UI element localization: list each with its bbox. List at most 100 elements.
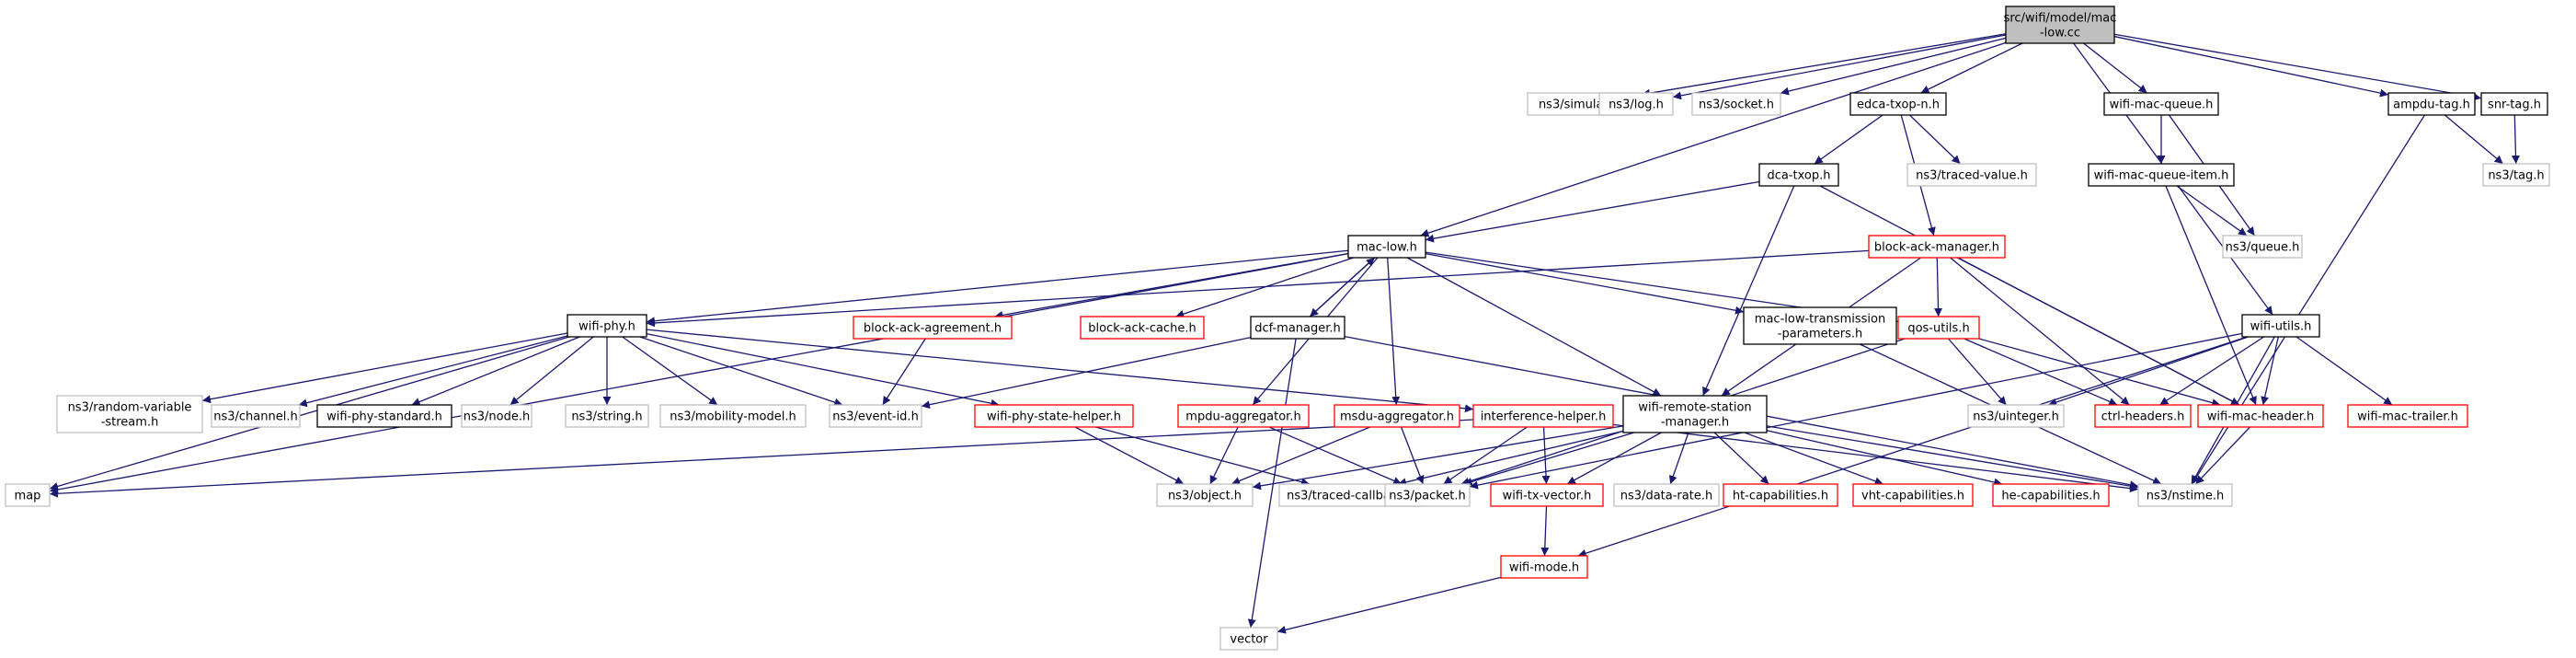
node-label-event-id: ns3/event-id.h (832, 410, 919, 424)
node-data-rate: ns3/data-rate.h (1613, 483, 1720, 507)
node-ht-capabilities[interactable]: ht-capabilities.h (1723, 483, 1838, 507)
edge-ampdu-tag-to-tag (2444, 114, 2504, 165)
node-box-mac-low-cc (2005, 6, 2115, 44)
node-object: ns3/object.h (1156, 483, 1254, 507)
edge-wifi-phy-to-random-variable-stream (201, 332, 568, 404)
node-box-string (565, 404, 649, 428)
node-dcf-manager[interactable]: dcf-manager.h (1250, 316, 1345, 340)
node-box-vht-capabilities (1852, 483, 1974, 507)
edge-wifi-phy-to-interference-helper (646, 329, 1474, 413)
node-mac-low-cc[interactable]: src/wifi/model/mac-low.cc (2004, 6, 2117, 44)
edge-block-ack-manager-to-qos-utils (1934, 257, 1943, 317)
node-label-socket: ns3/socket.h (1699, 98, 1774, 112)
node-box-msdu-aggregator (1334, 404, 1460, 428)
node-wifi-mode[interactable]: wifi-mode.h (1500, 555, 1588, 579)
edge-mpdu-aggregator-to-packet (1268, 426, 1402, 485)
node-wifi-phy-state-helper[interactable]: wifi-phy-state-helper.h (974, 404, 1134, 428)
node-qos-utils[interactable]: qos-utils.h (1897, 316, 1980, 340)
node-label-mac-low-tx-params: mac-low-transmission (1755, 313, 1885, 327)
node-map: map (5, 483, 51, 507)
node-wifi-mac-header[interactable]: wifi-mac-header.h (2197, 404, 2324, 428)
node-box-socket (1691, 92, 1781, 116)
edge-wifi-remote-station-manager-to-he-capabilities (1766, 430, 2003, 487)
node-wifi-mac-queue-item[interactable]: wifi-mac-queue-item.h (2088, 163, 2235, 187)
node-he-capabilities[interactable]: he-capabilities.h (1992, 483, 2110, 507)
node-vht-capabilities[interactable]: vht-capabilities.h (1852, 483, 1974, 507)
node-channel: ns3/channel.h (211, 404, 301, 428)
node-label-object: ns3/object.h (1168, 490, 1242, 503)
edge-qos-utils-to-wifi-mac-header (1978, 338, 2221, 407)
node-edca-txop-n[interactable]: edca-txop-n.h (1849, 92, 1947, 116)
node-label-random-variable-stream: -stream.h (101, 416, 159, 430)
node-ctrl-headers[interactable]: ctrl-headers.h (2094, 404, 2192, 428)
node-label-log: ns3/log.h (1609, 98, 1664, 112)
edge-wifi-remote-station-manager-to-wifi-tx-vector (1566, 432, 1662, 485)
node-box-block-ack-agreement (853, 316, 1013, 340)
edge-mac-low-cc-to-mac-low (1420, 41, 2007, 237)
node-box-map (5, 483, 51, 507)
node-box-wifi-utils (2241, 314, 2320, 338)
edge-mac-low-to-mac-low-tx-params (1425, 253, 1745, 315)
node-msdu-aggregator[interactable]: msdu-aggregator.h (1334, 404, 1460, 428)
node-box-packet (1384, 483, 1471, 507)
node-mobility-model: ns3/mobility-model.h (659, 404, 807, 428)
edge-wifi-utils-to-wifi-mac-header (2261, 336, 2279, 406)
node-label-wifi-utils: wifi-utils.h (2250, 320, 2312, 334)
node-label-data-rate: ns3/data-rate.h (1620, 490, 1712, 503)
edge-edca-txop-n-to-dca-txop (1814, 114, 1883, 165)
node-label-map: map (15, 490, 41, 503)
node-box-wifi-phy (567, 314, 647, 338)
edge-mac-low-cc-to-snr-tag (2113, 33, 2482, 101)
node-label-mpdu-aggregator: mpdu-aggregator.h (1185, 410, 1300, 424)
node-box-wifi-remote-station-manager (1622, 395, 1768, 433)
node-interference-helper[interactable]: interference-helper.h (1472, 404, 1614, 428)
edge-mac-low-cc-to-log (1672, 34, 2007, 100)
node-label-ctrl-headers: ctrl-headers.h (2101, 410, 2185, 424)
node-wifi-phy[interactable]: wifi-phy.h (567, 314, 647, 338)
node-label-block-ack-cache: block-ack-cache.h (1088, 322, 1196, 336)
node-box-wifi-phy-state-helper (974, 404, 1134, 428)
edge-dca-txop-to-wifi-remote-station-manager (1702, 185, 1795, 397)
node-label-vht-capabilities: vht-capabilities.h (1861, 490, 1964, 503)
node-block-ack-cache[interactable]: block-ack-cache.h (1080, 316, 1205, 340)
node-tag: ns3/tag.h (2482, 163, 2550, 187)
node-label-wifi-mac-header: wifi-mac-header.h (2207, 410, 2315, 424)
node-box-dca-txop (1758, 163, 1839, 187)
node-box-ctrl-headers (2094, 404, 2192, 428)
node-mac-low-tx-params[interactable]: mac-low-transmission-parameters.h (1743, 306, 1897, 345)
node-string: ns3/string.h (565, 404, 649, 428)
edge-wifi-remote-station-manager-to-traced-callback (1397, 430, 1624, 487)
edge-msdu-aggregator-to-packet (1400, 426, 1425, 485)
node-mac-low[interactable]: mac-low.h (1347, 235, 1426, 259)
edge-wifi-phy-to-channel (298, 335, 568, 408)
node-dca-txop[interactable]: dca-txop.h (1758, 163, 1839, 187)
node-wifi-mac-trailer[interactable]: wifi-mac-trailer.h (2347, 404, 2468, 428)
edge-interference-helper-to-packet (1443, 426, 1528, 485)
node-label-traced-callback: ns3/traced-callback.h (1287, 490, 1415, 503)
node-ampdu-tag[interactable]: ampdu-tag.h (2387, 92, 2476, 116)
edge-block-ack-manager-to-ctrl-headers (1950, 257, 2130, 406)
node-box-he-capabilities (1992, 483, 2110, 507)
node-label-string: ns3/string.h (571, 410, 642, 424)
edge-mac-low-cc-to-edca-txop-n (1920, 42, 2023, 94)
edge-mac-low-to-wifi-phy (646, 249, 1349, 326)
node-wifi-remote-station-manager[interactable]: wifi-remote-station-manager.h (1622, 395, 1768, 433)
node-snr-tag[interactable]: snr-tag.h (2480, 92, 2548, 116)
node-mpdu-aggregator[interactable]: mpdu-aggregator.h (1177, 404, 1310, 428)
edge-msdu-aggregator-to-object (1231, 426, 1371, 485)
node-label-mobility-model: ns3/mobility-model.h (670, 410, 796, 424)
node-box-vector (1219, 627, 1278, 651)
node-traced-value: ns3/traced-value.h (1906, 163, 2037, 187)
node-block-ack-manager[interactable]: block-ack-manager.h (1868, 235, 2006, 259)
node-block-ack-agreement[interactable]: block-ack-agreement.h (853, 316, 1013, 340)
edge-wifi-mac-header-to-nstime (2194, 426, 2251, 485)
node-box-ampdu-tag (2387, 92, 2476, 116)
edge-qos-utils-to-uinteger (1948, 338, 2007, 406)
node-label-wifi-phy: wifi-phy.h (578, 320, 635, 334)
node-wifi-tx-vector[interactable]: wifi-tx-vector.h (1490, 483, 1604, 507)
node-wifi-mac-queue[interactable]: wifi-mac-queue.h (2103, 92, 2219, 116)
node-box-interference-helper (1472, 404, 1614, 428)
node-box-wifi-mac-trailer (2347, 404, 2468, 428)
node-wifi-phy-standard[interactable]: wifi-phy-standard.h (316, 404, 452, 428)
node-wifi-utils[interactable]: wifi-utils.h (2241, 314, 2320, 338)
